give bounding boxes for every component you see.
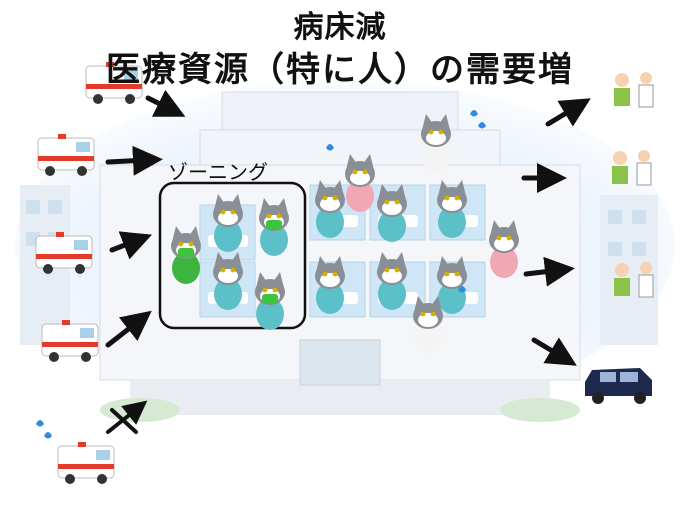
patient-cat-icon xyxy=(213,252,243,310)
ambulance-icon xyxy=(38,134,94,176)
patient-cat-icon xyxy=(377,184,407,242)
hearse-icon xyxy=(585,368,652,404)
patient-cat-icon xyxy=(437,256,467,314)
doctor-icon xyxy=(637,150,651,185)
ambulance-icon xyxy=(42,320,98,362)
patient-cat-icon xyxy=(315,180,345,238)
patient-cat-icon xyxy=(213,194,243,252)
doctor-icon xyxy=(639,262,653,297)
nurse-cat-icon xyxy=(345,154,375,212)
patient-cat-icon xyxy=(437,180,467,238)
title-line-2: 医療資源（特に人）の需要増 xyxy=(0,42,680,91)
arrow-icon xyxy=(148,98,172,110)
masked-cat-icon xyxy=(259,198,289,256)
masked-cat-icon xyxy=(171,226,201,284)
ambulance-icon xyxy=(58,442,114,484)
zoning-label: ゾーニング xyxy=(168,156,268,185)
discharged-patient-icon xyxy=(612,151,628,184)
ambulance-icon xyxy=(36,232,92,274)
masked-cat-icon xyxy=(255,272,285,330)
doctor-cat-icon xyxy=(421,114,451,172)
doctor-cat-icon xyxy=(413,296,443,354)
nurse-cat-icon xyxy=(489,220,519,278)
patient-cat-icon xyxy=(315,256,345,314)
discharged-patient-icon xyxy=(614,263,630,296)
patient-cat-icon xyxy=(377,252,407,310)
title-line-1: 病床減 xyxy=(0,2,680,46)
arrow-icon xyxy=(108,160,148,162)
